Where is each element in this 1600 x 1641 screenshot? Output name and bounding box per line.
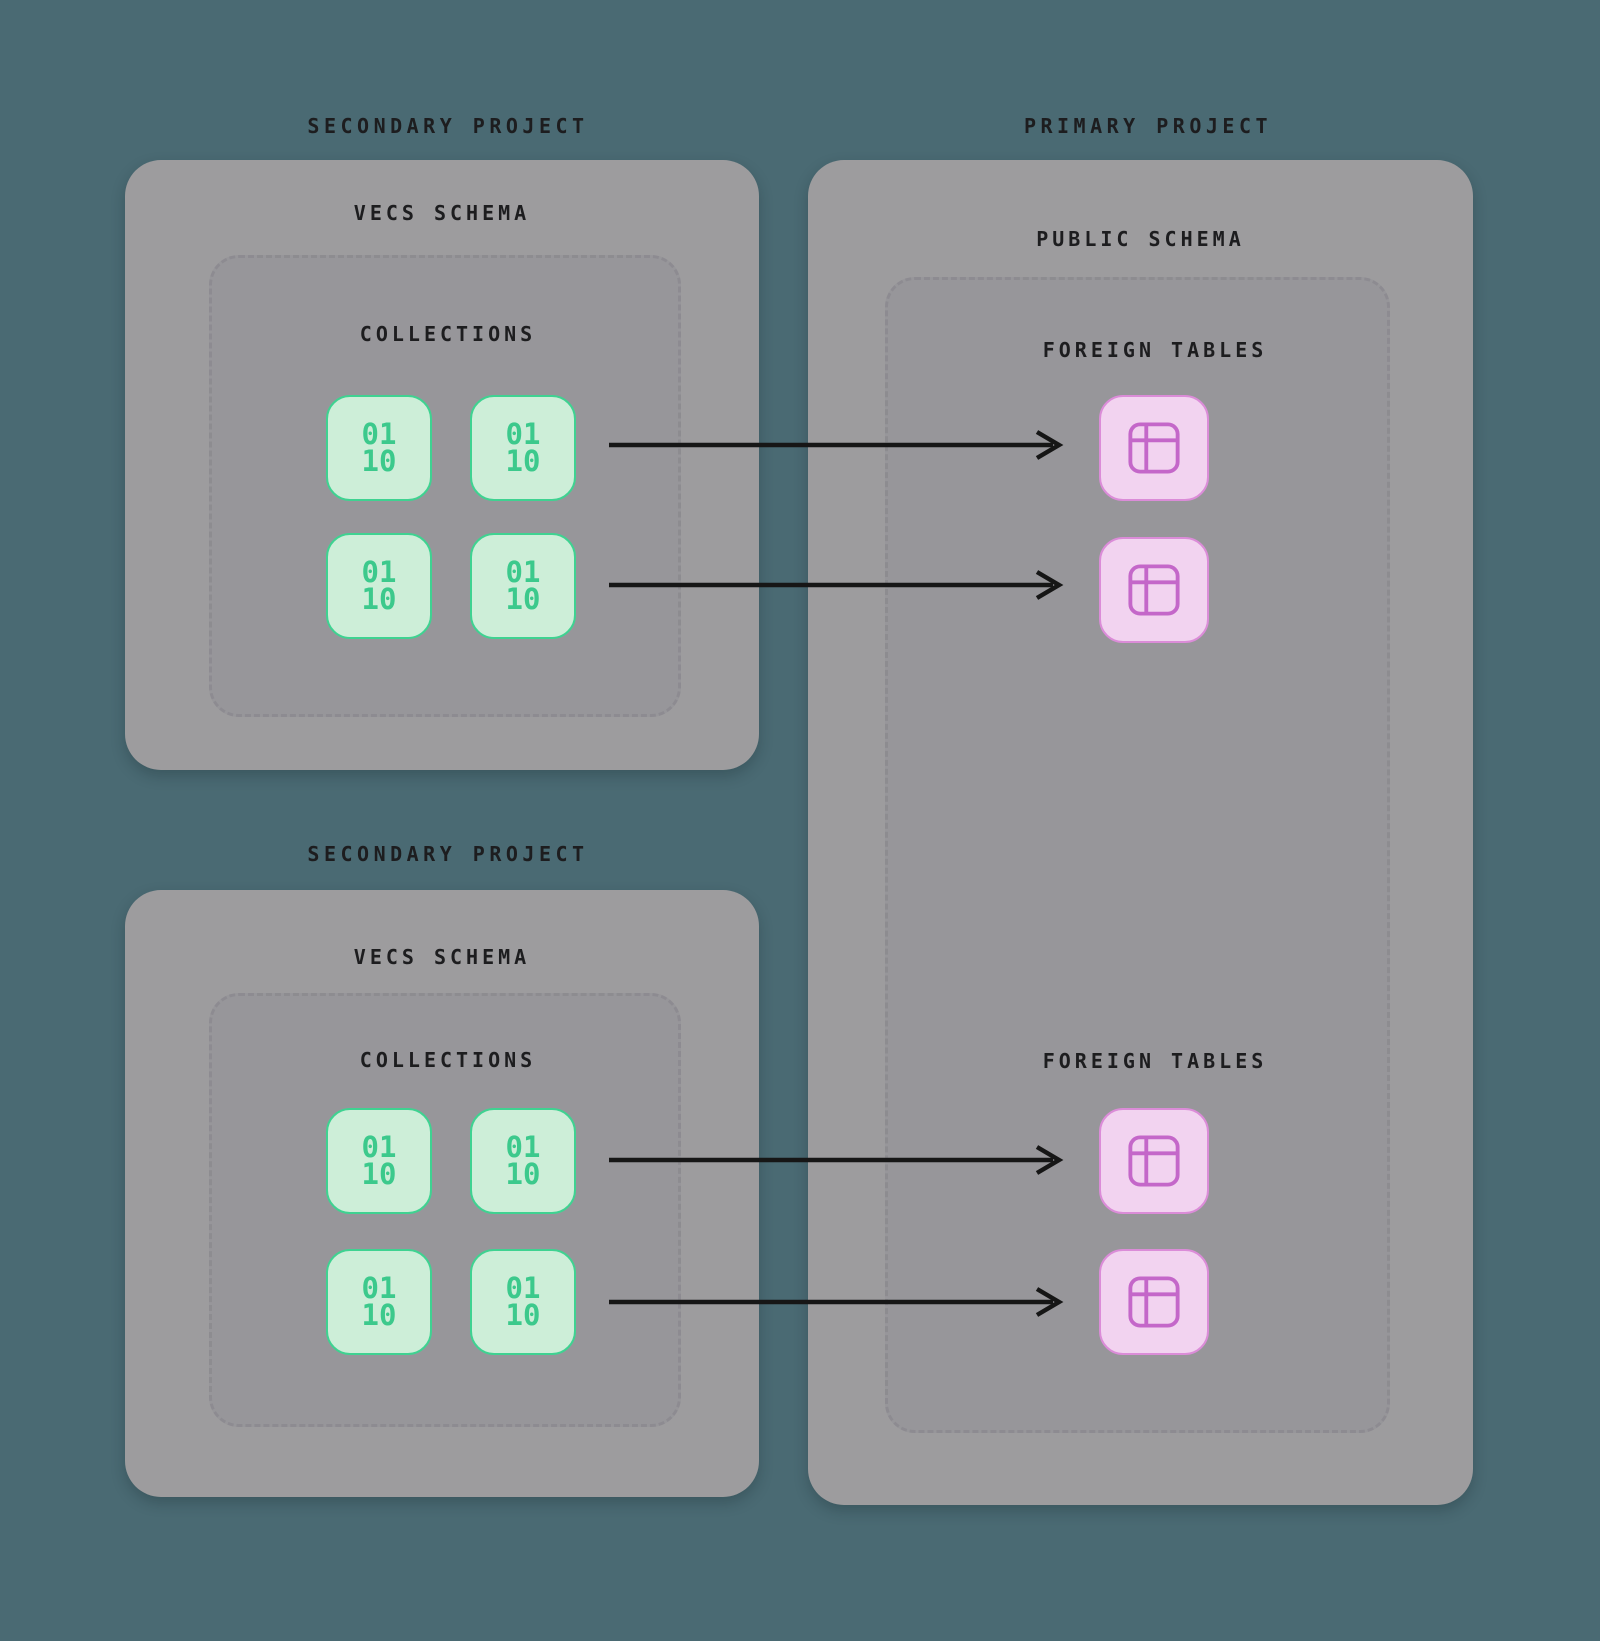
table-icon (1128, 564, 1180, 616)
connection-arrow (609, 570, 1064, 600)
binary-line-1: 01 (505, 1271, 541, 1305)
collection-vector-icon: 01 10 (470, 533, 576, 639)
collection-vector-icon: 01 10 (470, 395, 576, 501)
binary-line-1: 01 (361, 1271, 397, 1305)
foreign-table-icon-box (1099, 537, 1209, 643)
binary-line-2: 10 (361, 444, 397, 478)
collection-vector-icon: 01 10 (326, 533, 432, 639)
binary-line-2: 10 (361, 1157, 397, 1191)
binary-line-1: 01 (361, 417, 397, 451)
collection-vector-icon: 01 10 (470, 1108, 576, 1214)
foreign-table-icon-box (1099, 395, 1209, 501)
collection-vector-icon: 01 10 (326, 1108, 432, 1214)
secondary-project-box-top: VECS SCHEMA COLLECTIONS 01 10 01 10 01 1… (125, 160, 759, 770)
binary-line-2: 10 (361, 1298, 397, 1332)
binary-line-1: 01 (505, 1130, 541, 1164)
collection-vector-icon: 01 10 (326, 1249, 432, 1355)
vecs-schema-title-top: VECS SCHEMA (353, 201, 531, 225)
collections-panel-top: COLLECTIONS 01 10 01 10 01 10 01 10 (209, 255, 681, 717)
binary-line-2: 10 (505, 1298, 541, 1332)
foreign-table-icon-box (1099, 1249, 1209, 1355)
collections-panel-bottom: COLLECTIONS 01 10 01 10 01 10 01 10 (209, 993, 681, 1427)
connection-arrow (609, 1287, 1064, 1317)
binary-line-1: 01 (361, 555, 397, 589)
collection-vector-icon: 01 10 (326, 395, 432, 501)
collections-title-bottom: COLLECTIONS (359, 1048, 537, 1072)
public-schema-title: PUBLIC SCHEMA (1036, 227, 1245, 251)
foreign-tables-title-top: FOREIGN TABLES (1042, 338, 1268, 362)
foreign-tables-title-bottom: FOREIGN TABLES (1042, 1049, 1268, 1073)
vecs-schema-title-bottom: VECS SCHEMA (353, 945, 531, 969)
connection-arrow (609, 1145, 1064, 1175)
foreign-table-icon-box (1099, 1108, 1209, 1214)
binary-line-2: 10 (505, 1157, 541, 1191)
secondary-project-box-bottom: VECS SCHEMA COLLECTIONS 01 10 01 10 01 1… (125, 890, 759, 1497)
connection-arrow (609, 430, 1064, 460)
primary-project-box: PUBLIC SCHEMA FOREIGN TABLES FOREIGN TAB… (808, 160, 1473, 1505)
primary-project-label: PRIMARY PROJECT (1023, 114, 1273, 138)
binary-line-1: 01 (361, 1130, 397, 1164)
table-icon (1128, 422, 1180, 474)
collections-title-top: COLLECTIONS (359, 322, 537, 346)
secondary-project-label-bottom: SECONDARY PROJECT (307, 842, 589, 866)
table-icon (1128, 1135, 1180, 1187)
binary-line-1: 01 (505, 555, 541, 589)
binary-line-2: 10 (505, 582, 541, 616)
binary-line-2: 10 (505, 444, 541, 478)
binary-line-1: 01 (505, 417, 541, 451)
binary-line-2: 10 (361, 582, 397, 616)
secondary-project-label-top: SECONDARY PROJECT (307, 114, 589, 138)
table-icon (1128, 1276, 1180, 1328)
foreign-tables-panel: FOREIGN TABLES FOREIGN TABLES (885, 277, 1390, 1433)
collection-vector-icon: 01 10 (470, 1249, 576, 1355)
